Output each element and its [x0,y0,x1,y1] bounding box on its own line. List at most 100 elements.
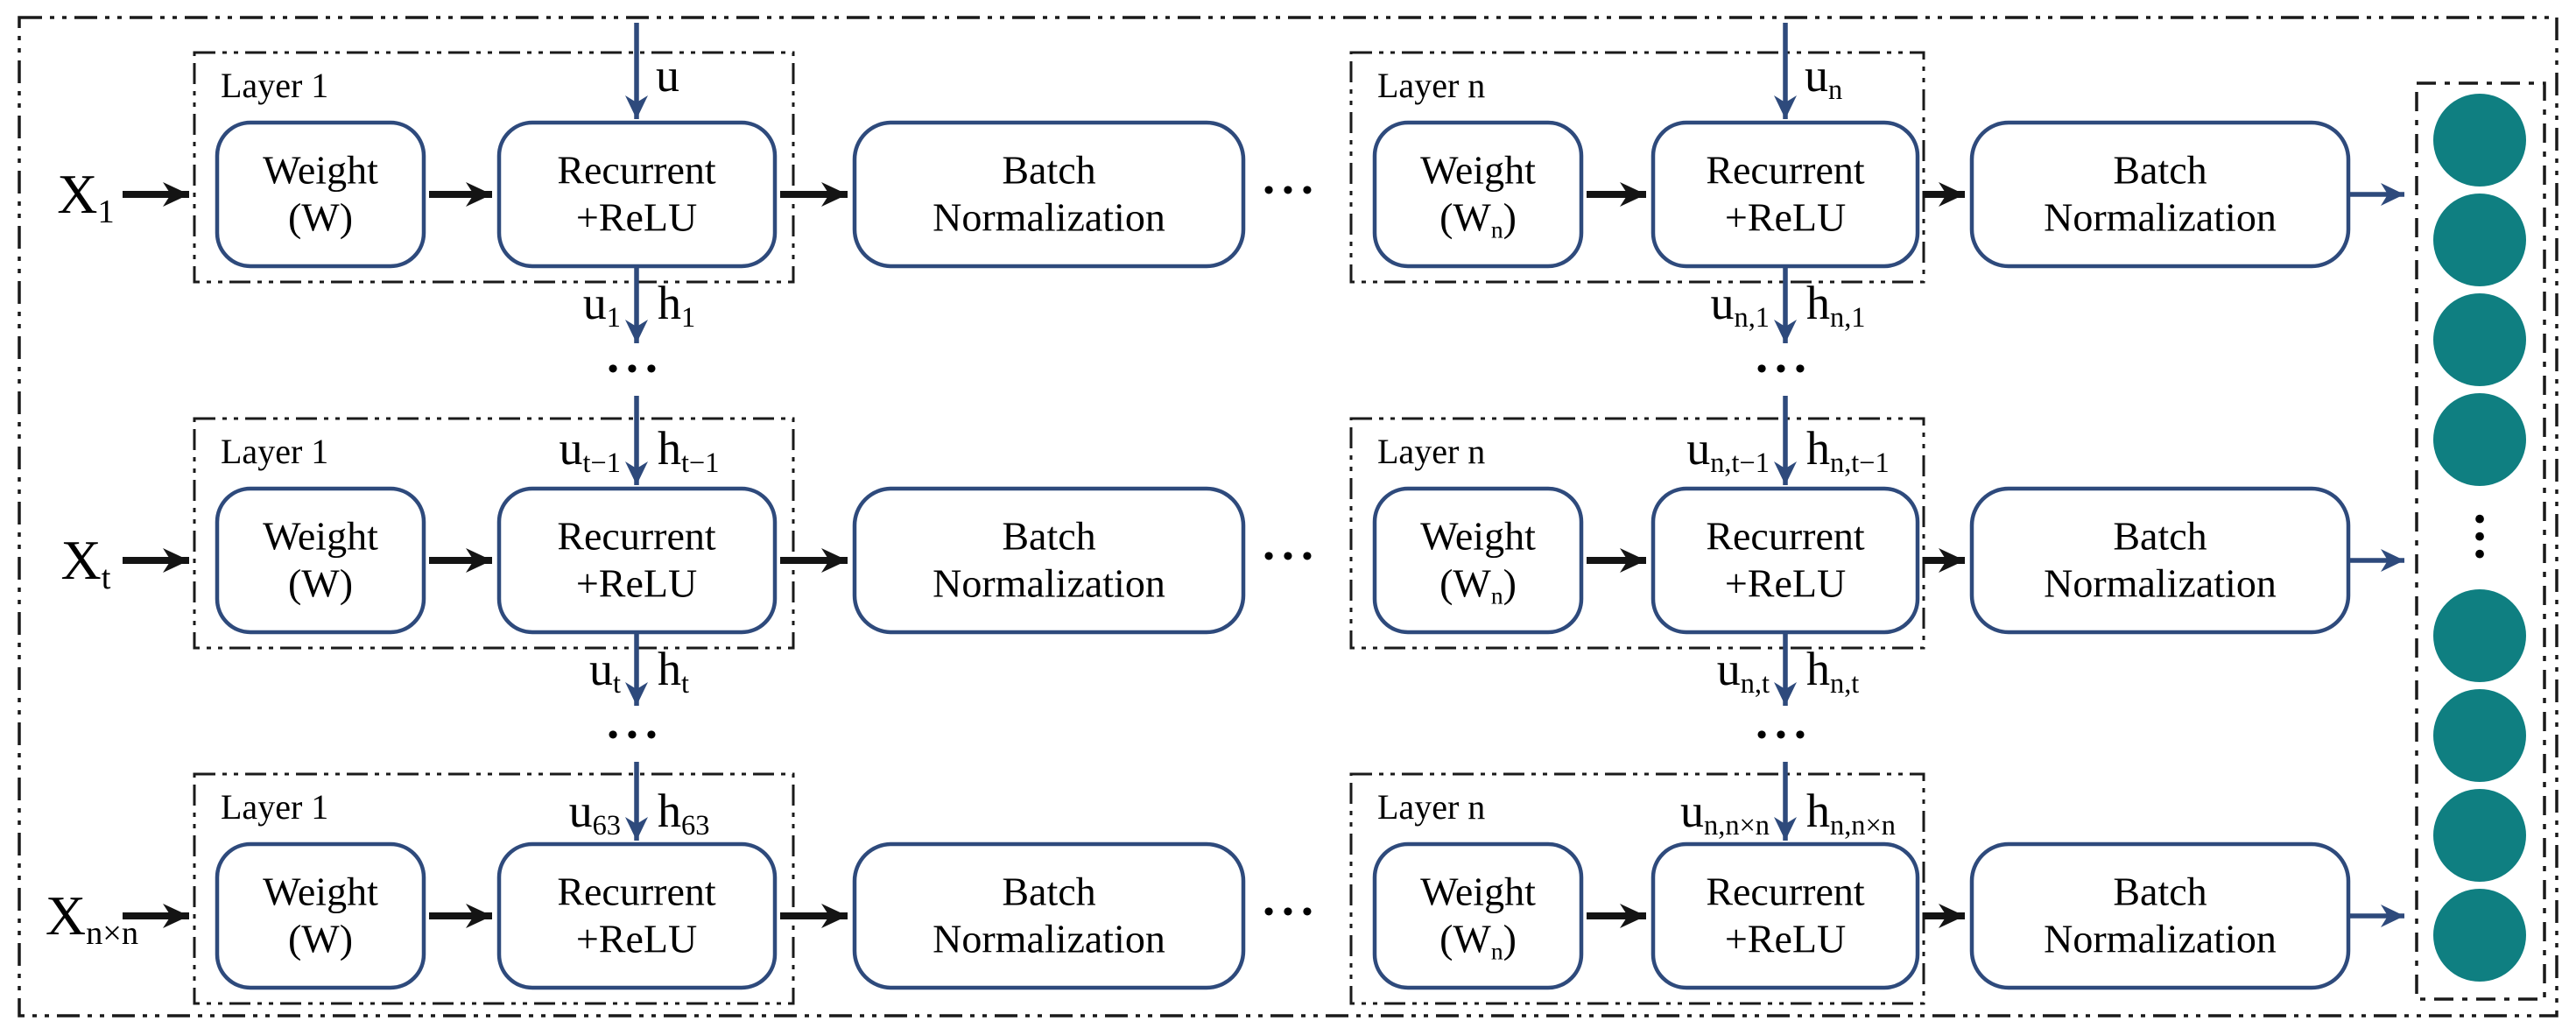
u-state-label: un,n×n [1680,784,1770,842]
u-sub: n,1 [1734,302,1770,334]
batchnorm-n-box [1969,841,2351,990]
ellipsis-layers: ••• [1263,540,1321,573]
batchnorm-n-box [1969,120,2351,269]
output-neuron [2433,94,2526,187]
weight-post: ) [1503,195,1517,240]
weight-n-box-label: Weight(Wn) [1420,513,1536,609]
h-sub: t−1 [681,447,720,480]
weight-box-label: Weight(W) [263,513,378,609]
input-label-xt: Xt [61,528,111,596]
input-base: X [57,163,98,225]
weight-n-box [1372,841,1584,990]
h-sub: n,t−1 [1830,447,1890,480]
recurrent-line2: +ReLU [1724,917,1847,961]
output-neuron [2433,293,2526,386]
u-state-label: un,t [1716,642,1770,700]
bn-line2: Normalization [933,917,1165,961]
recurrent-line2: +ReLU [575,917,698,961]
recurrent-box [496,841,778,990]
h-state-label: ht−1 [658,421,719,479]
h-state-label: hn,n×n [1806,784,1896,841]
u-input-label: u [656,48,679,102]
h-base: h [1806,277,1830,329]
weight-sub: n [1490,581,1503,609]
weight-line1: Weight [1420,869,1536,914]
weight-line2: (W) [263,560,378,608]
h-state-label: h1 [658,276,695,334]
bn-line1: Batch [1002,869,1096,914]
weight-box-label: Weight(W) [263,147,378,243]
u-state-label: ut [589,642,621,700]
bn-line2: Normalization [2044,917,2277,961]
recurrent-line1: Recurrent [1706,147,1865,193]
weight-line2: (Wn) [1420,194,1536,243]
u-input-label: un [1805,48,1842,106]
layer1-title: Layer 1 [221,787,329,827]
output-neuron [2433,393,2526,486]
layern-title: Layer n [1377,432,1486,471]
h-sub: 63 [681,810,710,842]
weight-line1: Weight [263,147,378,193]
recurrent-line1: Recurrent [557,869,716,914]
bn-line1: Batch [2113,869,2207,914]
layer1-title: Layer 1 [221,66,329,105]
output-layer-border [2415,81,2546,1001]
ellipsis-neurons: • • • [2474,501,2486,571]
u-base: u [582,277,607,329]
output-neuron [2433,689,2526,782]
ellipsis-timesteps: ••• [1756,719,1814,751]
bn-line2: Normalization [2044,561,2277,606]
bn-line2: Normalization [2044,195,2277,240]
recurrent-n-box-label: Recurrent+ReLU [1706,869,1864,964]
batchnorm-box [852,841,1246,990]
h-sub: t [681,668,689,701]
output-neuron [2433,194,2526,286]
weight-box [215,841,426,990]
batchnorm-box [852,120,1246,269]
h-sub: n,1 [1830,302,1866,334]
weight-n-box [1372,486,1584,635]
weight-post: ) [339,561,354,606]
weight-n-box [1372,120,1584,269]
u-sub: t−1 [582,447,621,480]
ellipsis-layers: ••• [1263,896,1321,928]
h-state-label: h63 [658,784,710,842]
u-sub: t [613,668,621,701]
weight-post: ) [339,195,354,240]
h-base: h [658,643,681,695]
u-base: u [1716,643,1741,695]
layer1-group-border-row2 [193,417,795,650]
weight-pre: (W [1439,917,1491,961]
weight-pre: (W [287,195,340,240]
weight-sub: n [1490,215,1503,243]
u-base: u [568,785,593,837]
u-state-label: u63 [568,784,621,841]
bn-line1: Batch [1002,147,1096,193]
u-sub: n,n×n [1704,810,1770,842]
recurrent-n-box-label: Recurrent+ReLU [1706,147,1864,243]
weight-sub: n [1490,937,1503,965]
u-base: u [1710,277,1735,329]
h-state-label: hn,t [1806,642,1859,700]
weight-post: ) [1503,561,1517,606]
u-state-label: u1 [582,276,621,334]
recurrent-line2: +ReLU [1724,561,1847,606]
h-sub: n,t [1830,668,1860,701]
bn-line1: Batch [2113,147,2207,193]
weight-line1: Weight [1420,513,1536,559]
u-base: u [1805,49,1828,102]
weight-line2: (W) [263,916,378,963]
h-state-label: hn,1 [1806,276,1866,334]
layern-title: Layer n [1377,787,1486,827]
recurrent-line2: +ReLU [575,195,698,240]
recurrent-box-label: Recurrent+ReLU [557,147,715,243]
weight-box [215,120,426,269]
